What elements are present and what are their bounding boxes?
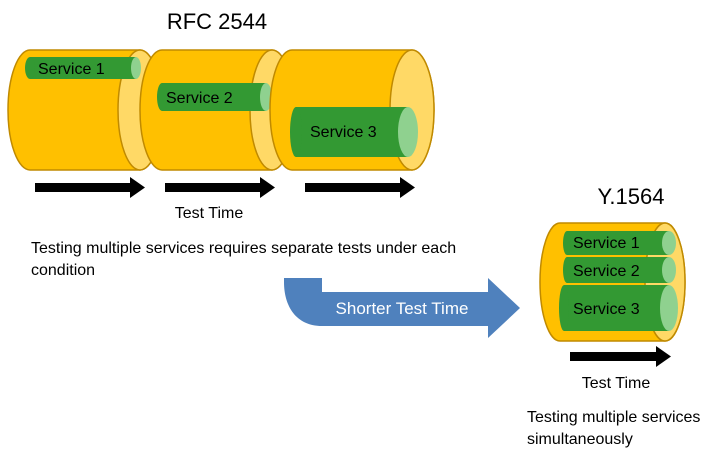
rfc-service-3-label: Service 3 (310, 124, 377, 141)
rfc-service-2-label: Service 2 (166, 90, 233, 107)
rfc-time-arrow-2 (165, 177, 275, 198)
rfc-service-1-label: Service 1 (38, 61, 105, 78)
rfc-time-arrow-1 (35, 177, 145, 198)
rfc-service-3-pipe (290, 107, 418, 157)
y1564-service-3-label: Service 3 (573, 301, 640, 318)
y1564-service-3-pipe (559, 285, 678, 331)
rfc-description-line1: Testing multiple services requires separ… (31, 240, 456, 257)
rfc-cylinder-3: Service 3 (269, 49, 435, 171)
y1564-service-1-label: Service 1 (573, 235, 640, 252)
rfc-service-1-pipe (25, 57, 141, 79)
y1564-service-2-label: Service 2 (573, 263, 640, 280)
rfc-service-2-pipe (157, 83, 272, 111)
y1564-cylinder: Service 1 Service 2 Service 3 (539, 222, 686, 342)
shorter-test-time-arrow (284, 278, 520, 338)
rfc-cylinder-2: Service 2 (139, 49, 295, 171)
shorter-test-time-label: Shorter Test Time (336, 299, 469, 318)
rfc-time-arrows (35, 177, 415, 198)
rfc-title: RFC 2544 (167, 9, 267, 34)
y1564-title: Y.1564 (598, 184, 665, 209)
rfc-cylinder-1: Service 1 (7, 49, 163, 171)
y1564-time-label: Test Time (582, 375, 651, 392)
y1564-service-2-pipe (563, 257, 676, 283)
y1564-time-arrow (570, 346, 671, 367)
y1564-description-line1: Testing multiple services (527, 409, 700, 426)
y1564-description-line2: simultaneously (527, 431, 633, 448)
rfc-time-label: Test Time (175, 205, 244, 222)
y1564-service-1-pipe (563, 231, 676, 255)
rfc-time-arrow-3 (305, 177, 415, 198)
rfc-description-line2: condition (31, 262, 95, 279)
